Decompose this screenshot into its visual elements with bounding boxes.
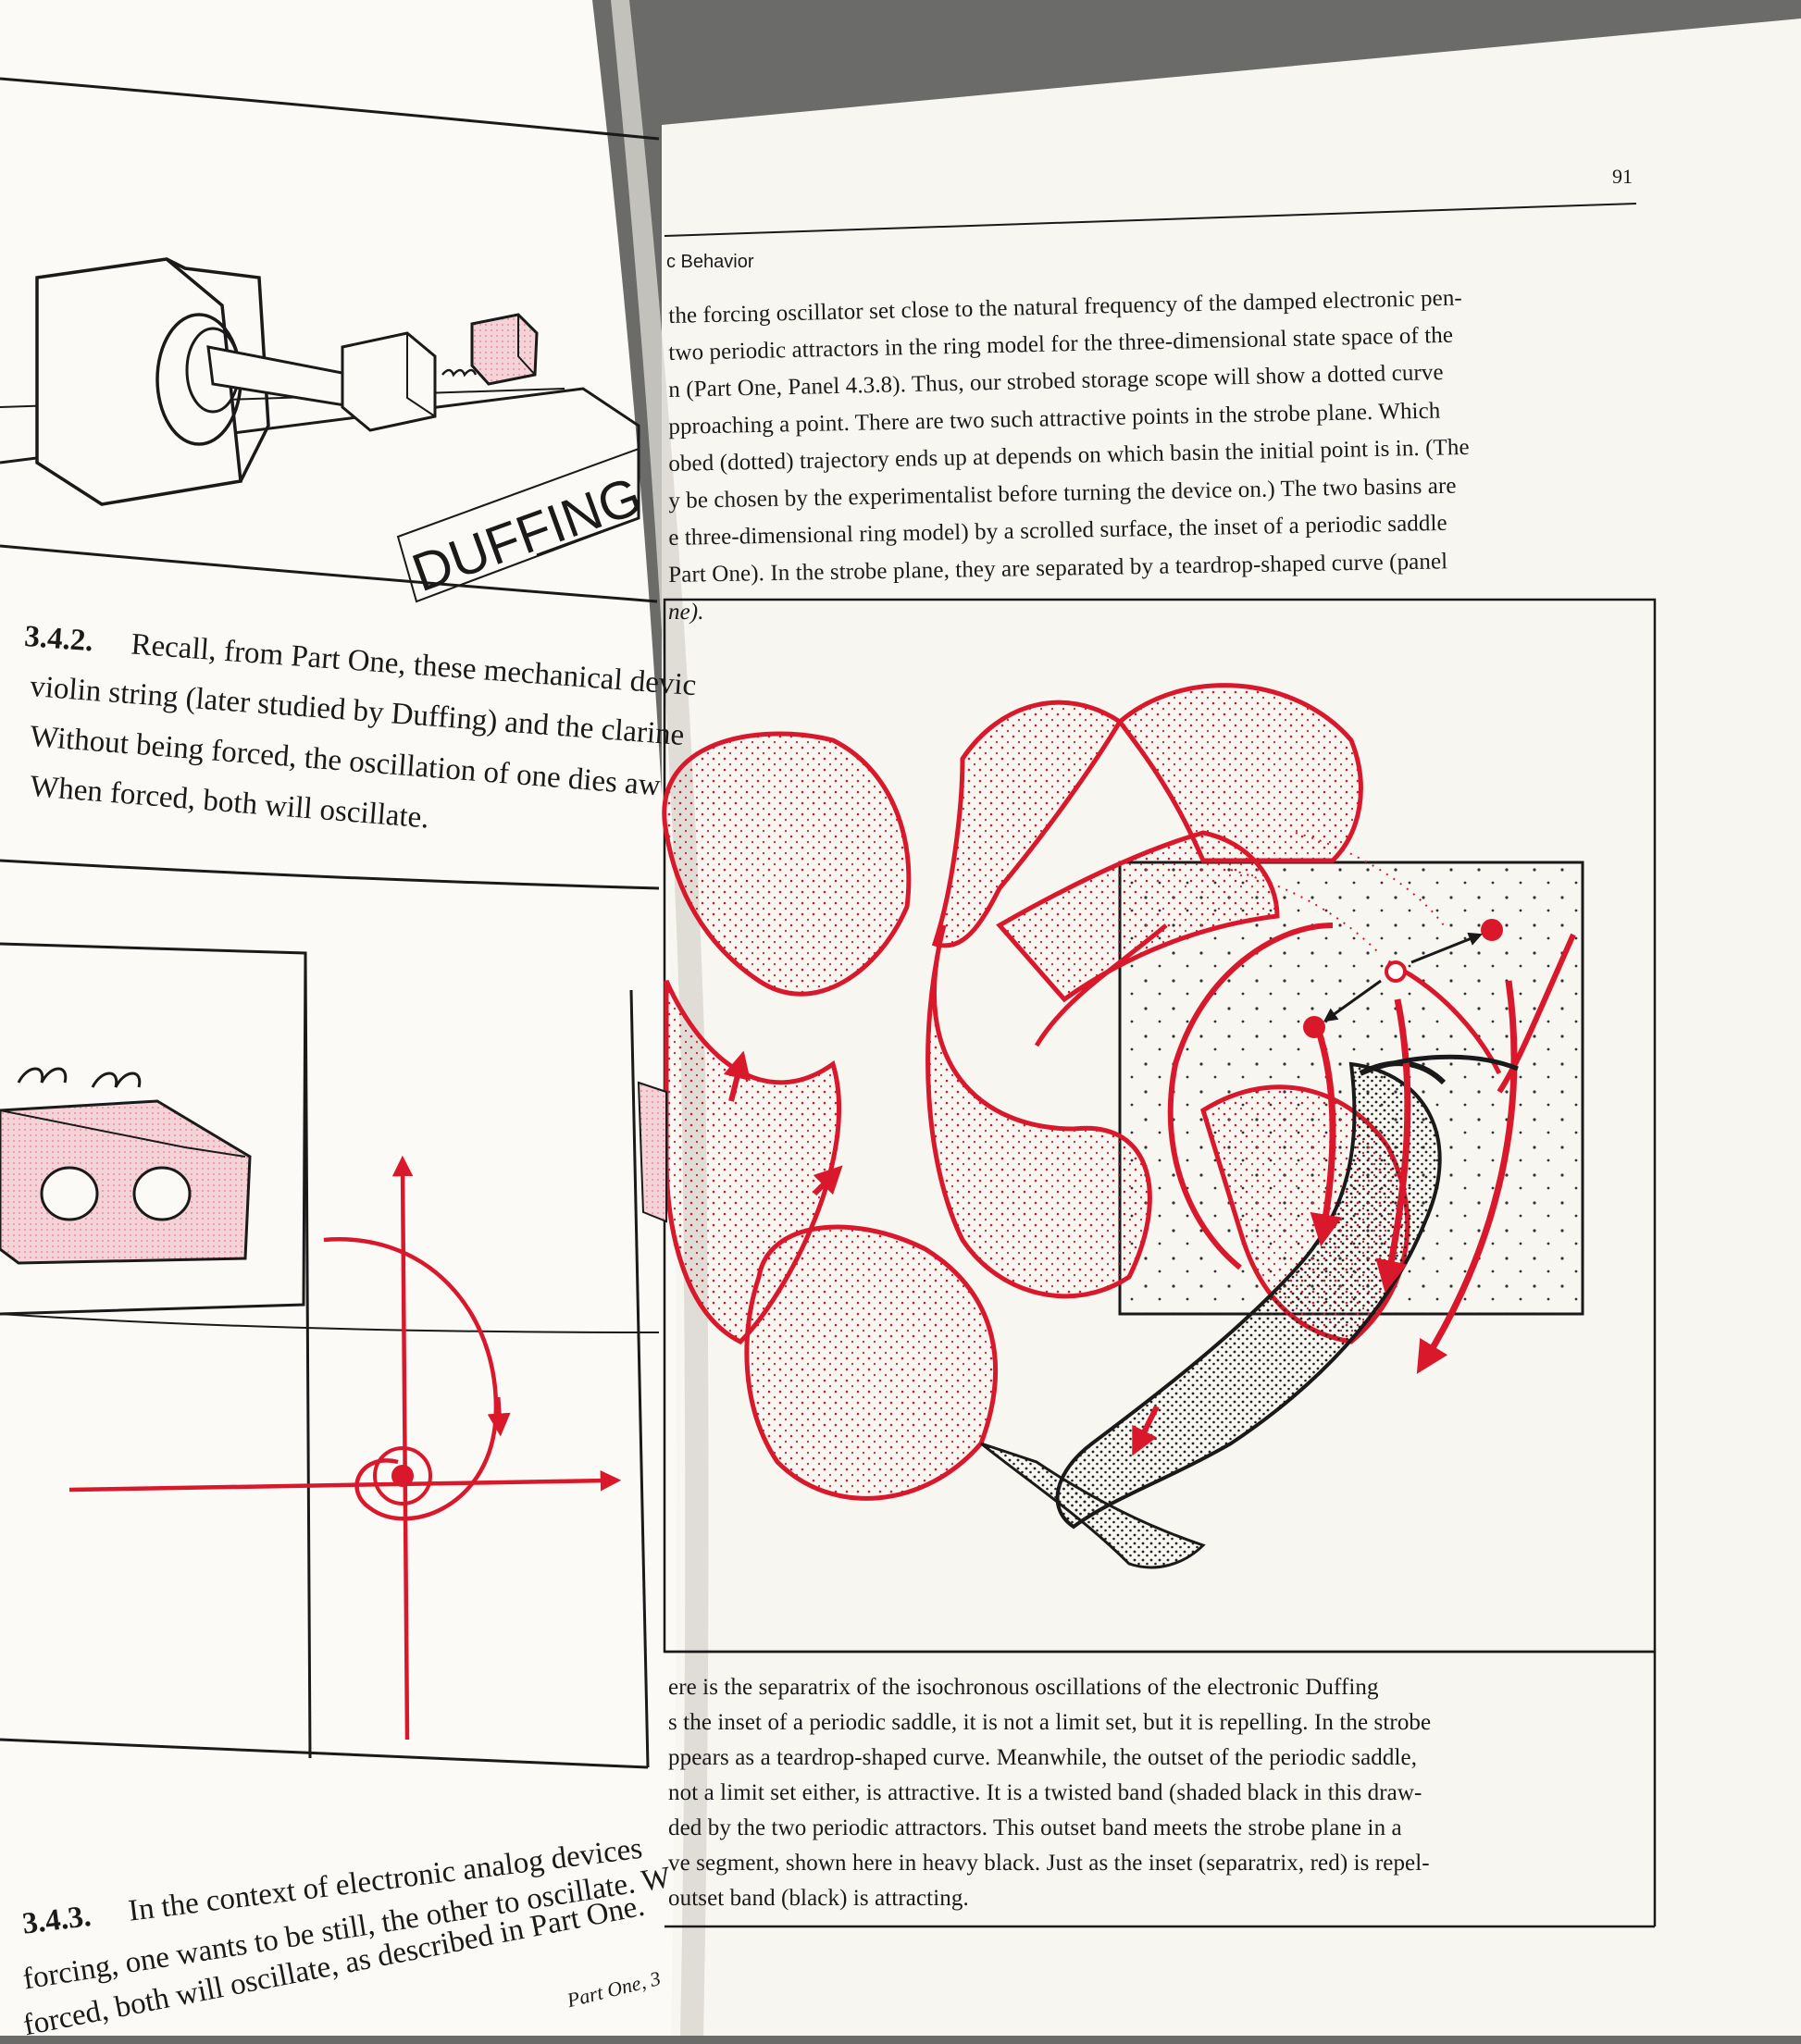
phase-portrait-panel (0, 859, 667, 1769)
saddle-point (1385, 960, 1407, 983)
caption-line: ded by the two periodic attractors. This… (668, 1815, 1402, 1840)
section-number: 3.4.3. (20, 1899, 93, 1941)
header-rule (664, 203, 1637, 237)
intro-paragraph-line: ne). (668, 600, 704, 625)
caption-line: ppears as a teardrop-shaped curve. Meanw… (668, 1745, 1418, 1770)
running-head: c Behavior (666, 252, 754, 272)
caption-line: ere is the separatrix of the isochronous… (668, 1675, 1379, 1700)
twisted-band-drawing (662, 683, 1576, 1569)
attractor-point (1481, 919, 1503, 941)
caption-line: outset band (black) is attracting. (668, 1886, 969, 1911)
attractor-point (1303, 1016, 1325, 1038)
section-number: 3.4.2. (23, 619, 94, 659)
page-number: 91 (1612, 165, 1633, 188)
left-page (0, 0, 677, 2036)
caption-line: not a limit set either, is attractive. I… (668, 1780, 1422, 1805)
caption-line: s the inset of a periodic saddle, it is … (668, 1710, 1432, 1735)
caption-line: ve segment, shown here in heavy black. J… (668, 1851, 1430, 1876)
